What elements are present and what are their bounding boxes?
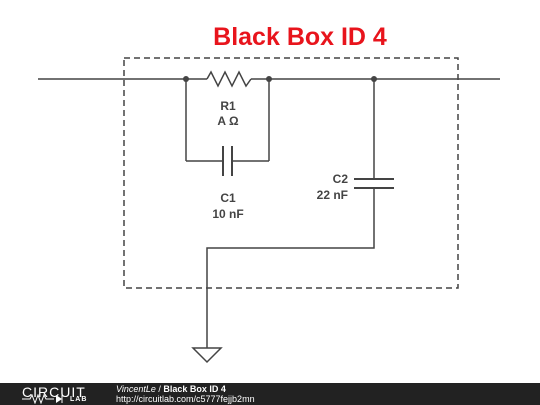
footer-credit: VincentLe / Black Box ID 4	[116, 384, 226, 394]
circuitlab-logo-sub: LAB	[70, 396, 88, 403]
c1-value-label: 10 nF	[212, 207, 243, 221]
junction-dot	[266, 76, 272, 82]
r1-value-label: A Ω	[217, 114, 239, 128]
author-link[interactable]: VincentLe	[116, 384, 156, 394]
footer-bar: CIRCUIT LAB VincentLe / Black Box ID 4 h…	[0, 383, 540, 405]
black-box-boundary	[123, 57, 459, 289]
resistor-logo-icon	[22, 394, 63, 404]
project-title: Black Box ID 4	[163, 384, 226, 394]
c2-name-label: C2	[333, 172, 349, 186]
c2-value-label: 22 nF	[317, 188, 348, 202]
c1-name-label: C1	[220, 191, 236, 205]
ground-return-wire	[206, 188, 375, 348]
junction-dot	[183, 76, 189, 82]
project-url[interactable]: http://circuitlab.com/c5777fejjb2mn	[116, 394, 255, 404]
circuit-schematic: Black Box ID 4 R1 A Ω C1 10 nF C2 22 nF	[38, 23, 500, 364]
junction-dot	[371, 76, 377, 82]
r1-name-label: R1	[220, 99, 236, 113]
credit-separator: /	[155, 384, 164, 394]
ground-icon	[191, 347, 223, 364]
diagram-title: Black Box ID 4	[213, 23, 387, 51]
resistor-r1	[206, 70, 252, 88]
